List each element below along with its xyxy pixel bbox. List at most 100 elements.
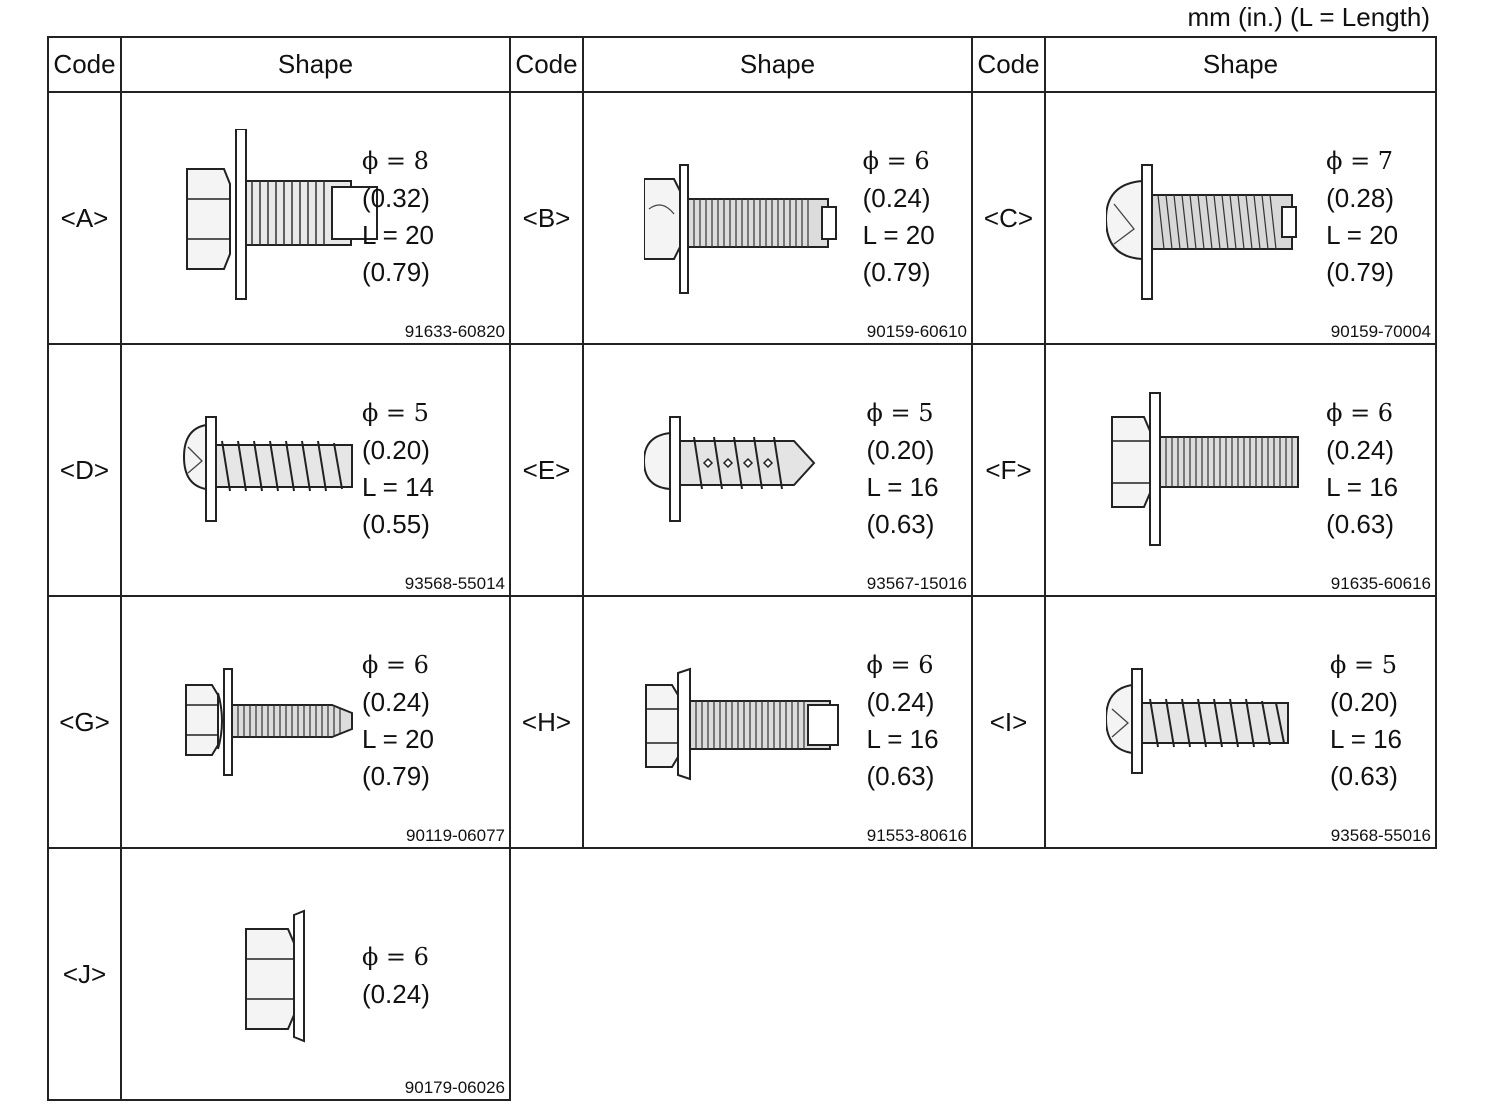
spec-block: ϕ = 8 (0.32) L = 20 (0.79) <box>362 143 434 291</box>
shape-cell-g: ϕ = 6 (0.24) L = 20 (0.79) 90119-06077 <box>120 595 511 849</box>
length-in: (0.63) <box>866 761 935 791</box>
length-mm: L = 16 <box>866 472 939 502</box>
part-number: 90159-70004 <box>1330 322 1431 341</box>
shape-header: Shape <box>582 36 973 93</box>
table-row: <J> ϕ = 6 (0.24) 90179-06026 <box>47 847 1436 1101</box>
flange-bolt-icon <box>644 633 884 813</box>
length-in: (0.79) <box>361 257 430 287</box>
hex-bolt-with-washer-icon <box>182 129 422 309</box>
length-in: (0.63) <box>1326 509 1394 539</box>
table-row: <G> <box>47 595 1437 849</box>
tapping-screw-with-washer-icon <box>1106 633 1346 813</box>
diameter-in: (0.24) <box>866 687 935 717</box>
diameter-mm: ϕ = 8 <box>361 147 429 175</box>
code-cell-h: <H> <box>509 595 584 849</box>
spec-block: ϕ = 6 (0.24) <box>362 939 430 1013</box>
part-number: 90159-60610 <box>866 322 967 341</box>
length-in: (0.63) <box>866 509 935 539</box>
length-mm: L = 20 <box>361 220 434 250</box>
pan-head-screw-with-washer-icon <box>1106 129 1346 309</box>
part-number: 93568-55016 <box>1330 826 1431 845</box>
code-cell-j: <J> <box>47 847 122 1101</box>
shape-cell-a: ϕ = 8 (0.32) L = 20 (0.79) 91633-60820 <box>120 91 511 345</box>
shape-header: Shape <box>120 36 511 93</box>
part-number: 91633-60820 <box>404 322 505 341</box>
part-number: 91553-80616 <box>866 826 967 845</box>
spec-block: ϕ = 6 (0.24) L = 20 (0.79) <box>863 143 935 291</box>
spec-block: ϕ = 6 (0.24) L = 16 (0.63) <box>867 647 939 795</box>
fastener-table: Code Shape Code Shape Code Shape <A> <box>47 36 1437 1101</box>
spec-block: ϕ = 7 (0.28) L = 20 (0.79) <box>1326 143 1398 291</box>
shape-cell-h: ϕ = 6 (0.24) L = 16 (0.63) 91553-80616 <box>582 595 973 849</box>
diameter-mm: ϕ = 5 <box>866 399 934 427</box>
diameter-mm: ϕ = 6 <box>361 943 429 971</box>
diameter-mm: ϕ = 6 <box>862 147 930 175</box>
shape-cell-f: ϕ = 6 (0.24) L = 16 (0.63) 91635-60616 <box>1044 343 1437 597</box>
length-mm: L = 20 <box>361 724 434 754</box>
header-row: Code Shape Code Shape Code Shape <box>47 36 1437 93</box>
length-mm: L = 20 <box>1326 220 1399 250</box>
spec-block: ϕ = 6 (0.24) L = 20 (0.79) <box>362 647 434 795</box>
spec-block: ϕ = 5 (0.20) L = 16 (0.63) <box>1330 647 1402 795</box>
code-cell-d: <D> <box>47 343 122 597</box>
hex-bolt-with-washer-icon <box>1106 381 1346 561</box>
shape-cell-e: ϕ = 5 (0.20) L = 16 (0.63) 93567-15016 <box>582 343 973 597</box>
diameter-in: (0.20) <box>361 435 430 465</box>
flange-nut-icon <box>242 885 362 1065</box>
part-number: 90179-06026 <box>404 1078 505 1097</box>
shape-cell-j: ϕ = 6 (0.24) 90179-06026 <box>120 847 511 1101</box>
diameter-mm: ϕ = 6 <box>866 651 934 679</box>
table-row: <D> ϕ = 5 (0.20) L = 14 <box>47 343 1437 597</box>
code-cell-c: <C> <box>971 91 1046 345</box>
code-cell-i: <I> <box>971 595 1046 849</box>
diameter-in: (0.24) <box>862 183 931 213</box>
code-header: Code <box>509 36 584 93</box>
diameter-in: (0.24) <box>361 979 430 1009</box>
diameter-mm: ϕ = 5 <box>1329 651 1397 679</box>
diameter-in: (0.32) <box>361 183 430 213</box>
diameter-in: (0.24) <box>361 687 430 717</box>
length-mm: L = 16 <box>1329 724 1403 754</box>
tapping-screw-with-washer-icon <box>182 381 422 561</box>
hex-bolt-with-spring-washer-icon <box>182 633 422 813</box>
code-header: Code <box>47 36 122 93</box>
shape-header: Shape <box>1044 36 1437 93</box>
shape-cell-c: ϕ = 7 (0.28) L = 20 (0.79) 90159-70004 <box>1044 91 1437 345</box>
table-row: <A> <box>47 91 1437 345</box>
diameter-in: (0.24) <box>1326 435 1394 465</box>
length-in: (0.79) <box>361 761 430 791</box>
length-mm: L = 16 <box>1326 472 1399 502</box>
shape-cell-b: ϕ = 6 (0.24) L = 20 (0.79) 90159-60610 <box>582 91 973 345</box>
diameter-mm: ϕ = 6 <box>1326 399 1394 427</box>
diameter-mm: ϕ = 5 <box>361 399 429 427</box>
part-number: 93568-55014 <box>404 574 505 593</box>
spec-block: ϕ = 6 (0.24) L = 16 (0.63) <box>1326 395 1398 543</box>
hex-bolt-with-washer-icon <box>644 129 884 309</box>
diameter-in: (0.20) <box>1329 687 1398 717</box>
shape-cell-i: ϕ = 5 (0.20) L = 16 (0.63) 93568-55016 <box>1044 595 1437 849</box>
length-mm: L = 14 <box>361 472 434 502</box>
pointed-tapping-screw-icon <box>644 381 884 561</box>
spec-block: ϕ = 5 (0.20) L = 14 (0.55) <box>362 395 434 543</box>
length-in: (0.79) <box>1326 257 1394 287</box>
length-in: (0.63) <box>1329 761 1398 791</box>
part-number: 90119-06077 <box>406 826 505 845</box>
length-mm: L = 20 <box>862 220 935 250</box>
length-in: (0.55) <box>361 509 430 539</box>
diameter-in: (0.28) <box>1326 183 1394 213</box>
length-mm: L = 16 <box>866 724 939 754</box>
diameter-mm: ϕ = 7 <box>1326 147 1394 175</box>
diameter-in: (0.20) <box>866 435 935 465</box>
part-number: 93567-15016 <box>866 574 967 593</box>
part-number: 91635-60616 <box>1330 574 1431 593</box>
code-cell-b: <B> <box>509 91 584 345</box>
empty-area <box>510 848 1436 1100</box>
code-header: Code <box>971 36 1046 93</box>
code-cell-f: <F> <box>971 343 1046 597</box>
code-cell-g: <G> <box>47 595 122 849</box>
length-in: (0.79) <box>862 257 931 287</box>
units-note: mm (in.) (L = Length) <box>1187 2 1430 32</box>
diameter-mm: ϕ = 6 <box>361 651 429 679</box>
code-cell-e: <E> <box>509 343 584 597</box>
shape-cell-d: ϕ = 5 (0.20) L = 14 (0.55) 93568-55014 <box>120 343 511 597</box>
